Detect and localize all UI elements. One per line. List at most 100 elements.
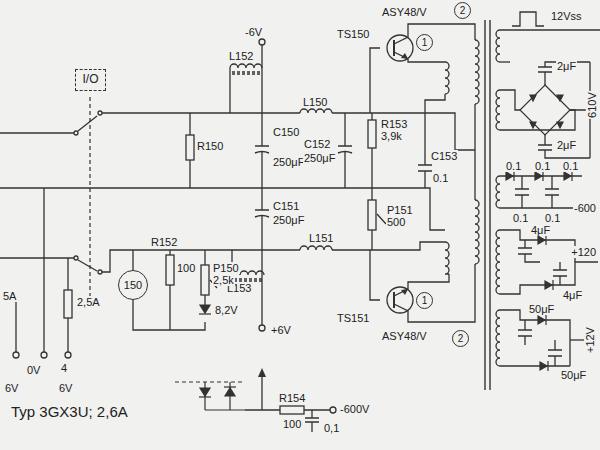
transistor-symbol (387, 35, 413, 61)
node-text: I/O (82, 73, 98, 86)
transistor-symbol (393, 292, 395, 308)
component-label: 250μF (272, 214, 305, 226)
switch-linkage (89, 97, 90, 300)
component-label: C152 (303, 138, 331, 150)
diode-symbol (564, 172, 571, 180)
transformer-winding (496, 176, 500, 208)
component-label: L152 (228, 50, 254, 62)
wire (500, 90, 520, 110)
diode-symbol (557, 122, 563, 128)
component-label: -600 (573, 202, 597, 214)
component-label: -6V (244, 26, 263, 38)
diode-symbol (542, 171, 543, 181)
transformer-winding (496, 90, 500, 130)
component-label: ASY48/V (381, 6, 428, 18)
wire (332, 242, 445, 250)
wire (261, 45, 262, 325)
capacitor-symbol (255, 210, 269, 217)
callout-number: 1 (416, 34, 433, 51)
transformer-core (485, 20, 490, 390)
diode-symbol (557, 95, 563, 101)
component-label: +120 (570, 246, 597, 258)
component-label: 500 (386, 216, 406, 228)
switch-contact (78, 116, 97, 271)
capacitor-symbol (538, 145, 552, 150)
callout-number: 2 (454, 2, 471, 19)
component-label: 4μF (530, 224, 551, 236)
diode-symbol (205, 382, 245, 410)
component-label: 0.1 (534, 160, 551, 172)
component-label: 100 (282, 418, 302, 430)
wire (43, 188, 44, 352)
switch-contact (98, 111, 102, 115)
resistor-symbol (280, 406, 304, 414)
wire (370, 48, 380, 113)
component-label: 50μF (560, 369, 587, 381)
transformer-winding (445, 62, 449, 94)
inductor-symbol (232, 72, 264, 281)
wire (311, 410, 312, 432)
wire (102, 112, 300, 113)
terminal (13, 39, 336, 413)
resistor-symbol (186, 135, 194, 160)
component-label: 610V (586, 91, 598, 119)
inductor-symbol (230, 64, 332, 281)
wire (500, 262, 598, 294)
component-label: +6V (270, 324, 292, 336)
wire (554, 340, 555, 366)
component-label: L151 (308, 232, 334, 244)
transformer-winding (445, 30, 500, 366)
capacitor-symbol (255, 146, 269, 153)
meter-symbol: 150 (118, 270, 148, 300)
capacitor-symbol (255, 67, 567, 422)
node-text: 1 (422, 37, 428, 48)
component-label: 0.1 (544, 212, 561, 224)
component-label: 100 (176, 262, 196, 274)
component-label: 250μF (272, 156, 305, 168)
transformer-core (485, 20, 490, 390)
wire (474, 104, 475, 200)
component-label: P151 (386, 204, 414, 216)
arrow-head (401, 53, 408, 59)
component-label: 12Vss (550, 10, 583, 22)
resistor-symbol (201, 265, 209, 295)
component-label: R154 (278, 392, 306, 404)
wire (0, 188, 445, 230)
node-text: 150 (124, 279, 142, 291)
transformer-winding (496, 230, 500, 294)
component-label: 6V (58, 382, 73, 394)
wire (500, 310, 570, 366)
transformer-winding (445, 242, 449, 274)
diode-symbol (538, 316, 545, 324)
wire (559, 262, 560, 285)
resistor-symbol (64, 120, 386, 414)
terminal (13, 352, 19, 358)
diode-symbol (530, 122, 536, 128)
diode-symbol (545, 235, 546, 245)
callout-number: 2 (452, 330, 469, 347)
transistor-symbol (393, 40, 395, 56)
wire (0, 132, 74, 133)
component-label: TS151 (336, 312, 370, 324)
switch-linkage (90, 97, 245, 382)
terminal (259, 39, 265, 45)
diode-symbol (506, 172, 513, 180)
component-label: 4 (60, 362, 68, 374)
resistor-symbol (166, 255, 174, 285)
diode-symbol (571, 171, 572, 181)
transformer-winding (475, 40, 479, 104)
component-label: R153 (380, 118, 408, 130)
component-label: 0.1 (505, 160, 522, 172)
arrow-head (258, 368, 266, 377)
transformer-winding (496, 30, 500, 62)
transformer-winding (475, 200, 479, 264)
terminal (65, 352, 71, 358)
switch-contact (74, 131, 78, 135)
callout-number: 1 (416, 292, 433, 309)
component-label: P150 (212, 262, 240, 274)
square-wave (512, 12, 544, 26)
component-label: 2μF (556, 139, 577, 151)
transistor-symbol (387, 35, 413, 313)
component-label: 0.1 (432, 172, 449, 184)
